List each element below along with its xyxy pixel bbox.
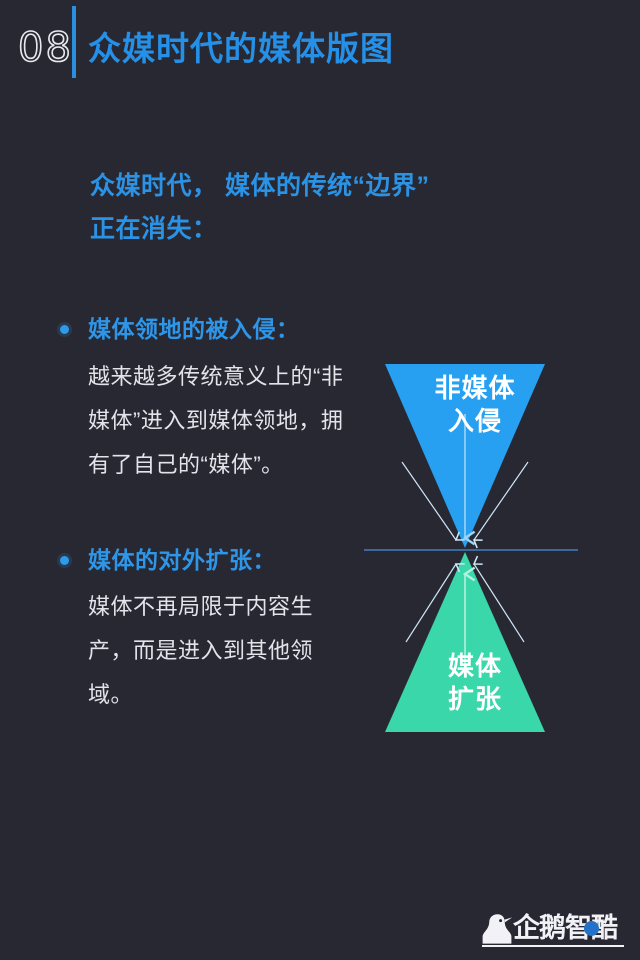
bullet-item-invasion: 媒体领地的被入侵： 越来越多传统意义上的“非媒体”进入到媒体领地，拥有了自己的“…: [56, 312, 356, 487]
bullet-dot-icon: [60, 325, 69, 334]
subtitle-line-2: 正在消失：: [90, 215, 218, 243]
bullet-dot-icon: [60, 555, 69, 565]
penguin-icon: [482, 914, 513, 944]
page-header: 08 众媒时代的媒体版图: [0, 0, 640, 110]
bullet-list: 媒体领地的被入侵： 越来越多传统意义上的“非媒体”进入到媒体领地，拥有了自己的“…: [56, 312, 356, 717]
footer-logo-underline: [482, 945, 624, 947]
footer-logo-dot-icon: [584, 921, 599, 936]
bullet-body: 媒体不再局限于内容生产，而是进入到其他领域。: [88, 594, 314, 707]
bullet-heading: 媒体的对外扩张：: [88, 546, 276, 573]
bullet-heading: 媒体领地的被入侵：: [88, 316, 300, 342]
page-title: 众媒时代的媒体版图: [88, 30, 394, 67]
subtitle: 众媒时代， 媒体的传统“边界” 正在消失：: [90, 165, 560, 251]
footer-logo: 企鹅智酷: [480, 912, 630, 952]
header-divider: [72, 6, 76, 78]
arrow-down-left: [401, 461, 465, 541]
bullet-item-expansion: 媒体的对外扩张： 媒体不再局限于内容生产，而是进入到其他领域。: [56, 543, 356, 718]
footer-logo-text: 企鹅智酷: [513, 913, 618, 943]
bullet-body: 越来越多传统意义上的“非媒体”进入到媒体领地，拥有了自己的“媒体”。: [88, 363, 344, 477]
diagram-svg: [364, 364, 578, 732]
arrow-up-left: [405, 563, 465, 643]
diagram-media-boundaries: 非媒体 入侵 媒体 扩张: [350, 352, 600, 744]
subtitle-line-1: 众媒时代， 媒体的传统“边界”: [90, 172, 430, 200]
arrow-down-right: [472, 461, 529, 549]
arrow-up-right: [472, 555, 525, 643]
page-number: 08: [17, 25, 73, 71]
